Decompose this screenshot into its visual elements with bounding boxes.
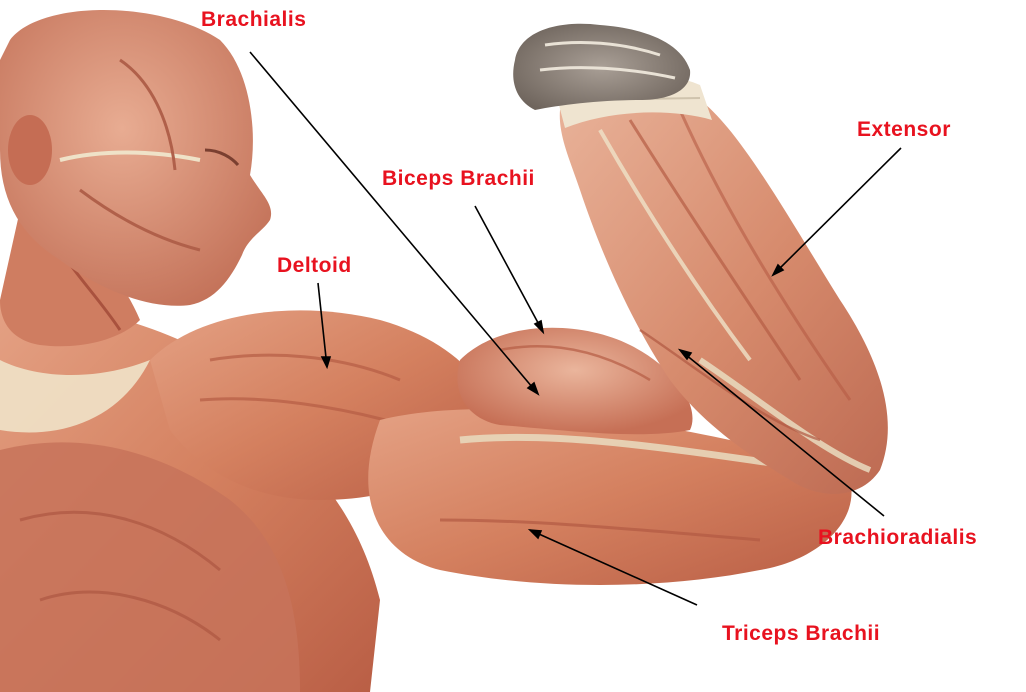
pointer-biceps (475, 206, 543, 332)
label-deltoid: Deltoid (277, 254, 352, 278)
fist (513, 24, 690, 110)
label-biceps-brachii: Biceps Brachii (382, 167, 535, 191)
pointer-extensor (773, 148, 901, 275)
label-brachioradialis: Brachioradialis (818, 526, 977, 550)
label-brachialis: Brachialis (201, 8, 306, 32)
label-extensor: Extensor (857, 118, 951, 142)
label-triceps-brachii: Triceps Brachii (722, 622, 880, 646)
